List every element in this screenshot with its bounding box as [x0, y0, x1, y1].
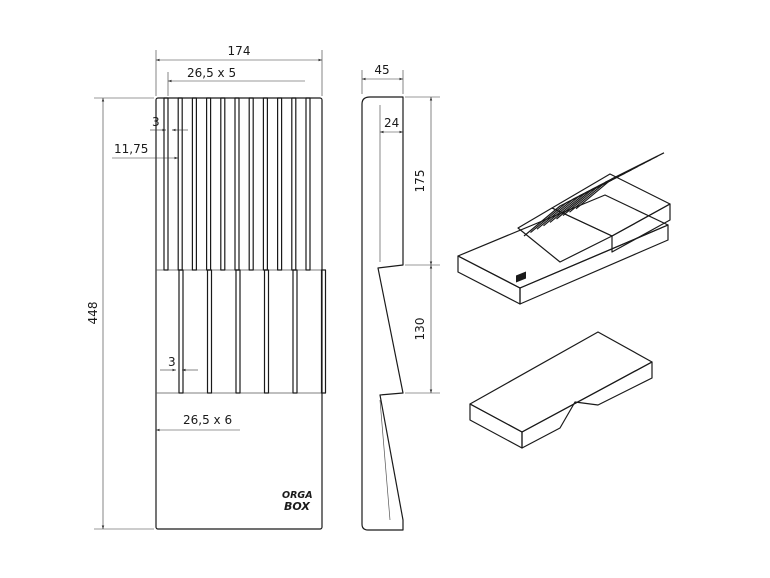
lower-slot: [206, 269, 213, 394]
upper-slot: [305, 97, 311, 271]
slot-spacing-bottom-label: 26,5 x 6: [183, 413, 232, 427]
iso-base-front-face: [457, 255, 521, 305]
upper-slot: [234, 97, 240, 271]
upper-slot: [277, 97, 283, 271]
logo-line-1: ORGA: [282, 490, 313, 501]
lower-section-label: 130: [413, 318, 427, 341]
iso-base-side-face: [519, 224, 669, 305]
upper-slot: [291, 97, 297, 271]
iso-logo-mark: [516, 271, 526, 283]
isometric-top-view: [457, 152, 671, 305]
slot-width-top-label: 3: [152, 115, 160, 129]
upper-slot: [248, 97, 254, 271]
overall-length-label: 448: [86, 302, 100, 325]
side-view-dimensions: 45 24 175 130: [361, 63, 440, 394]
iso-slot-ramp: [517, 207, 613, 263]
upper-slot-group: [163, 97, 311, 271]
iso-raised-block-side: [611, 203, 671, 253]
side-slot-depth-label: 24: [384, 116, 399, 130]
iso-raised-block-top: [551, 173, 671, 237]
iso-slot-group: [523, 152, 665, 237]
top-view-dimensions: 174 26,5 x 5 3 11,75 448 3 26,5 x 6: [86, 44, 323, 530]
upper-slot: [206, 97, 212, 271]
upper-slot: [191, 97, 197, 271]
iso-slot: [575, 152, 665, 210]
iso-bottom-side-face: [521, 361, 653, 449]
upper-slot: [220, 97, 226, 271]
lower-slot-group: [178, 269, 327, 394]
upper-section-label: 175: [413, 170, 427, 193]
slot-spacing-top-label: 26,5 x 5: [187, 66, 236, 80]
slot-width-bottom-label: 3: [168, 355, 176, 369]
upper-slot: [177, 97, 183, 271]
logo-line-2: BOX: [284, 500, 310, 513]
iso-bottom-front-face: [469, 403, 523, 449]
lower-slot: [235, 269, 241, 394]
upper-slot: [163, 97, 169, 271]
iso-bottom-top-face: [469, 331, 653, 433]
side-view: [361, 96, 404, 531]
edge-offset-label: 11,75: [114, 142, 148, 156]
top-view: ORGA BOX: [155, 97, 327, 530]
side-slot-line-lower: [379, 399, 391, 521]
lower-slot: [320, 269, 327, 394]
lower-slot: [178, 269, 184, 394]
orgabox-logo: ORGA BOX: [282, 490, 313, 513]
overall-width-label: 174: [228, 44, 251, 58]
side-view-outline: [361, 96, 404, 531]
lower-slot: [292, 269, 298, 394]
isometric-bottom-view: [469, 331, 653, 449]
lower-slot: [263, 269, 270, 394]
side-depth-label: 45: [374, 63, 389, 77]
upper-slot: [262, 97, 268, 271]
